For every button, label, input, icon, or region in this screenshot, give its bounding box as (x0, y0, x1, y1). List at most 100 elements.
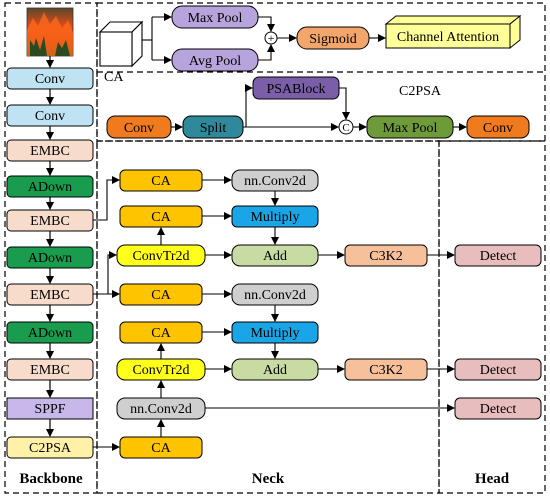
neck-arrows (93, 176, 455, 451)
concat-symbol: C (342, 122, 349, 134)
backbone-block-label: ADown (28, 251, 72, 266)
avg-pool-label: Avg Pool (189, 54, 241, 69)
c2psa-psablock-label: PSABlock (266, 82, 325, 97)
plus-icon: + (264, 31, 278, 45)
head-detect-2: Detect (454, 358, 542, 381)
c2psa-split: Split (182, 115, 244, 139)
neck-add-label: Add (263, 363, 287, 378)
head-blocks: Detect Detect Detect (454, 244, 542, 420)
backbone-block-embc-2: EMBC (6, 209, 94, 232)
neck-nn-conv2d-2: nn.Conv2d (231, 283, 319, 306)
backbone-block-conv-2: Conv (6, 104, 94, 127)
neck-label: Neck (252, 471, 285, 487)
head-detect-label: Detect (480, 402, 517, 417)
head-frame (438, 140, 546, 494)
neck-ca-label: CA (151, 174, 171, 189)
neck-ca-2: CA (119, 205, 203, 228)
neck-c3k2-label: C3K2 (369, 249, 402, 264)
backbone-block-label: SPPF (34, 402, 65, 417)
neck-multiply-label: Multiply (250, 326, 299, 341)
backbone-block-embc-1: EMBC (6, 139, 94, 162)
backbone-block-adown-2: ADown (6, 246, 94, 269)
c2psa-psablock: PSABlock (252, 76, 340, 100)
neck-add-label: Add (263, 249, 287, 264)
neck-nn-conv2d-label: nn.Conv2d (244, 174, 306, 189)
backbone-block-label: EMBC (30, 288, 70, 303)
neck-convtr2d-label: ConvTr2d (132, 249, 189, 264)
neck-ca-3: CA (119, 283, 203, 306)
neck-ca-label: CA (151, 210, 171, 225)
neck-multiply-1: Multiply (231, 205, 319, 228)
neck-nn-conv2d-3: nn.Conv2d (116, 397, 206, 420)
c2psa-module: C2PSA Conv Split PSABlock C Max Pool Con… (106, 76, 530, 139)
neck-convtr2d-label: ConvTr2d (132, 363, 189, 378)
backbone-block-c2psa: C2PSA (6, 436, 94, 459)
channel-attention-label: Channel Attention (397, 30, 499, 45)
neck-ca-label: CA (151, 288, 171, 303)
head-label: Head (475, 471, 510, 487)
neck-ca-label: CA (151, 441, 171, 456)
head-detect-label: Detect (480, 249, 517, 264)
backbone-block-label: EMBC (30, 214, 70, 229)
neck-blocks: CA nn.Conv2d CA Multiply ConvTr2d Add C3… (116, 169, 428, 459)
c2psa-conv-in: Conv (106, 115, 172, 139)
backbone-blocks: Conv Conv EMBC ADown EMBC ADown EMBC AD (6, 67, 94, 459)
c2psa-conv-out-label: Conv (483, 121, 513, 136)
plus-symbol: + (268, 31, 275, 45)
max-pool-block: Max Pool (171, 5, 259, 29)
avg-pool-block: Avg Pool (171, 48, 259, 72)
ca-module-arrows (142, 13, 386, 64)
neck-c3k2-1: C3K2 (344, 244, 428, 267)
backbone-block-label: ADown (28, 326, 72, 341)
sigmoid-block: Sigmoid (296, 26, 370, 50)
max-pool-label: Max Pool (188, 11, 243, 26)
c2psa-max-pool-label: Max Pool (383, 121, 438, 136)
head-detect-3: Detect (454, 397, 542, 420)
backbone-block-conv-1: Conv (6, 67, 94, 90)
sigmoid-label: Sigmoid (309, 32, 356, 47)
neck-add-2: Add (231, 358, 319, 381)
neck-convtr2d-1: ConvTr2d (116, 244, 206, 267)
ca-module-label: CA (104, 70, 124, 85)
backbone-block-label: C2PSA (29, 441, 72, 456)
section-frames (4, 2, 546, 494)
neck-c3k2-2: C3K2 (344, 358, 428, 381)
c2psa-split-label: Split (200, 121, 227, 136)
head-detect-label: Detect (480, 363, 517, 378)
backbone-block-label: Conv (35, 72, 65, 87)
backbone-block-adown-3: ADown (6, 321, 94, 344)
backbone-block-label: EMBC (30, 144, 70, 159)
neck-frame (96, 140, 440, 494)
c2psa-conv-in-label: Conv (124, 121, 154, 136)
backbone-block-label: EMBC (30, 363, 70, 378)
c2psa-max-pool: Max Pool (366, 115, 454, 139)
backbone-block-embc-3: EMBC (6, 283, 94, 306)
c2psa-conv-out: Conv (466, 115, 530, 139)
neck-ca-label: CA (151, 326, 171, 341)
backbone-block-label: Conv (35, 109, 65, 124)
ca-module: CA Max Pool Avg Pool + Sigmoid Channel A… (98, 5, 522, 85)
neck-nn-conv2d-1: nn.Conv2d (231, 169, 319, 192)
channel-attention-block: Channel Attention (384, 14, 522, 50)
backbone-label: Backbone (19, 471, 83, 487)
neck-c3k2-label: C3K2 (369, 363, 402, 378)
neck-ca-5: CA (119, 436, 203, 459)
neck-multiply-2: Multiply (231, 321, 319, 344)
neck-ca-1: CA (119, 169, 203, 192)
neck-nn-conv2d-label: nn.Conv2d (244, 288, 306, 303)
neck-convtr2d-2: ConvTr2d (116, 358, 206, 381)
neck-ca-4: CA (119, 321, 203, 344)
backbone-block-adown-1: ADown (6, 175, 94, 198)
c2psa-module-title: C2PSA (399, 84, 442, 99)
backbone-input-image (26, 7, 74, 57)
backbone-frame (4, 2, 98, 494)
head-detect-1: Detect (454, 244, 542, 267)
backbone-block-embc-4: EMBC (6, 358, 94, 381)
neck-add-1: Add (231, 244, 319, 267)
c2psa-arrows (171, 84, 467, 131)
neck-nn-conv2d-label: nn.Conv2d (130, 402, 192, 417)
backbone-block-sppf: SPPF (6, 397, 94, 420)
concat-icon: C (338, 119, 354, 135)
backbone-block-label: ADown (28, 180, 72, 195)
